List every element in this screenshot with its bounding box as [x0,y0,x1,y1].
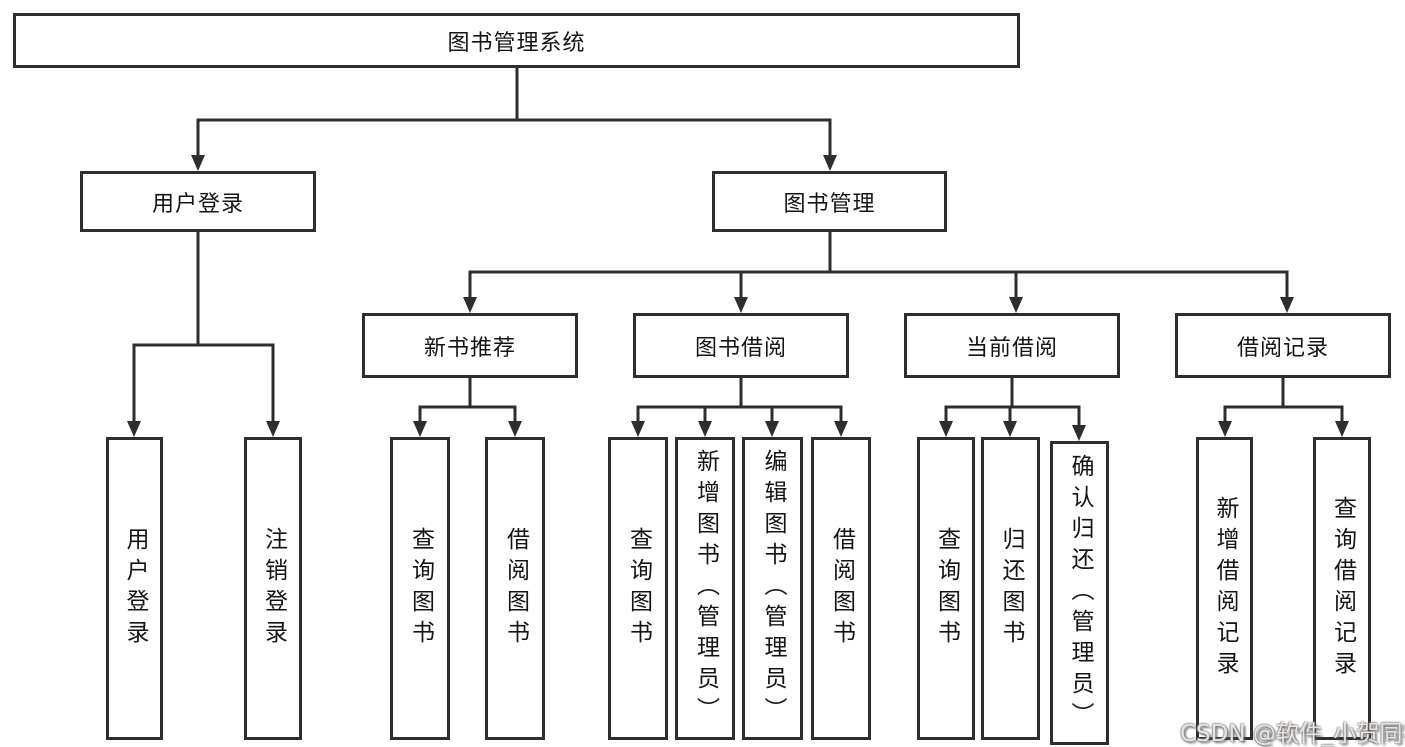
leaf-return-books: 归还图书 [981,437,1040,740]
csdn-watermark: CSDN @软件_小贺同学 [1180,721,1405,747]
leaf-user-login: 用户登录 [106,437,163,740]
leaf-query-books: 查询图书 [390,437,450,740]
leaf-query-books: 查询图书 [608,437,668,740]
node-label: 借阅图书 [828,526,855,651]
leaf-confirm-return-admin: 确认归还（管理员） [1050,441,1109,745]
leaf-add-book-admin: 新增图书（管理员） [675,437,735,740]
node-book-management: 图书管理 [712,171,947,232]
leaf-query-books: 查询图书 [917,437,975,740]
leaf-borrow-books: 借阅图书 [811,437,871,740]
node-label: 编辑图书（管理员） [760,449,786,728]
node-label: 归还图书 [998,526,1024,651]
node-label: 查询借阅记录 [1329,495,1356,682]
node-current-borrow: 当前借阅 [904,313,1120,378]
node-label: 查询图书 [407,526,434,651]
leaf-add-borrow-record: 新增借阅记录 [1196,437,1253,740]
node-label: 注销登录 [260,526,287,651]
node-book-borrow: 图书借阅 [633,313,849,378]
node-new-book-recommend: 新书推荐 [362,313,578,378]
node-label: 新增借阅记录 [1212,495,1238,682]
node-label: 用户登录 [151,191,244,217]
node-root-system: 图书管理系统 [13,13,1020,68]
leaf-logout: 注销登录 [244,437,302,740]
leaf-borrow-books: 借阅图书 [485,437,545,740]
node-label: 查询图书 [625,526,652,651]
node-label: 借阅记录 [1236,335,1329,361]
node-label: 新增图书（管理员） [692,449,719,728]
node-label: 确认归还（管理员） [1067,453,1093,733]
node-label: 图书管理 [783,191,876,217]
node-label: 当前借阅 [965,335,1058,361]
node-label: 用户登录 [122,526,148,651]
node-user-login: 用户登录 [80,171,316,232]
node-borrow-records: 借阅记录 [1175,313,1391,378]
leaf-query-borrow-record: 查询借阅记录 [1313,437,1371,740]
node-label: 新书推荐 [423,335,516,361]
node-label: 查询图书 [933,526,960,651]
node-label: 图书借阅 [694,335,787,361]
node-label: 图书管理系统 [447,30,586,56]
leaf-edit-book-admin: 编辑图书（管理员） [742,437,803,740]
node-label: 借阅图书 [502,526,529,651]
